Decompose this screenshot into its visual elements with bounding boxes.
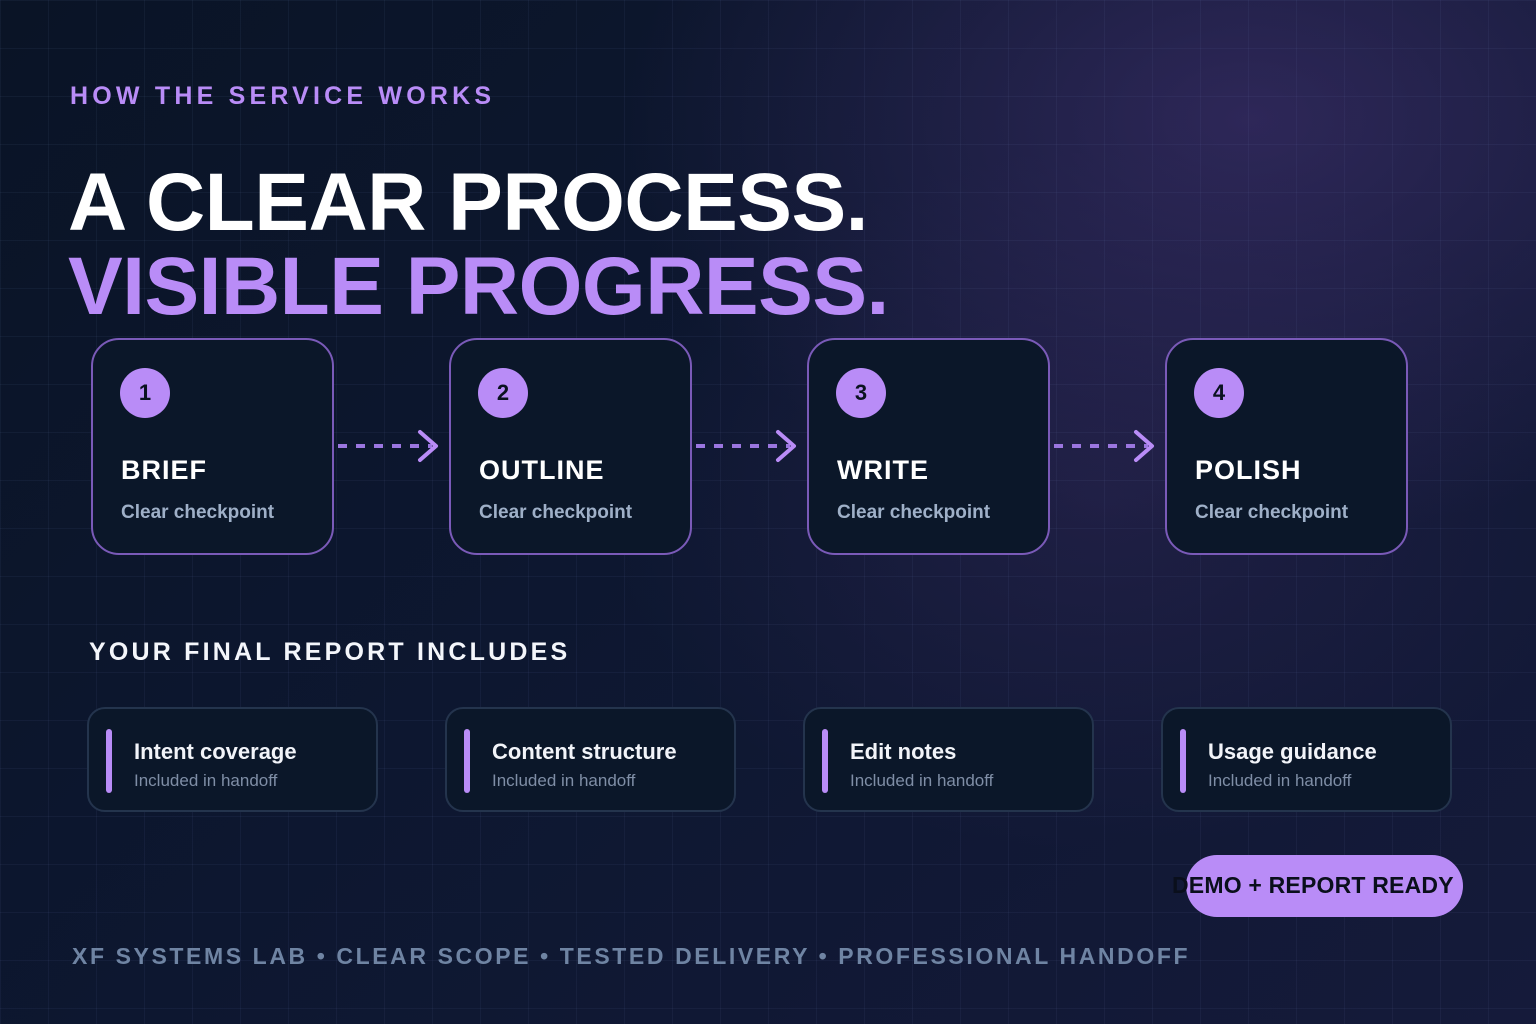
step-title: POLISH bbox=[1195, 455, 1302, 485]
step-title: BRIEF bbox=[121, 455, 207, 485]
eyebrow-label: HOW THE SERVICE WORKS bbox=[70, 82, 496, 110]
step-title: WRITE bbox=[837, 455, 929, 485]
step-card-write: 3 WRITE Clear checkpoint bbox=[807, 338, 1050, 555]
report-item-title: Edit notes bbox=[850, 739, 957, 764]
report-item-title: Content structure bbox=[492, 739, 677, 764]
accent-bar bbox=[1180, 729, 1186, 793]
report-item-content-structure: Content structure Included in handoff bbox=[445, 707, 736, 812]
step-number-badge: 2 bbox=[478, 368, 528, 418]
step-card-polish: 4 POLISH Clear checkpoint bbox=[1165, 338, 1408, 555]
headline-line-2: VISIBLE PROGRESS. bbox=[68, 241, 889, 332]
report-item-title: Intent coverage bbox=[134, 739, 297, 764]
report-section-title: YOUR FINAL REPORT INCLUDES bbox=[89, 638, 571, 666]
report-item-intent-coverage: Intent coverage Included in handoff bbox=[87, 707, 378, 812]
report-item-subtitle: Included in handoff bbox=[850, 771, 994, 790]
status-badge bbox=[1186, 855, 1463, 917]
headline-line-1: A CLEAR PROCESS. bbox=[68, 157, 868, 248]
report-item-edit-notes: Edit notes Included in handoff bbox=[803, 707, 1094, 812]
dashed-arrow-right-icon bbox=[1054, 430, 1154, 462]
report-item-subtitle: Included in handoff bbox=[1208, 771, 1352, 790]
step-subtitle: Clear checkpoint bbox=[121, 502, 275, 523]
dashed-arrow-right-icon bbox=[338, 430, 438, 462]
report-item-subtitle: Included in handoff bbox=[492, 771, 636, 790]
footer-tagline: XF SYSTEMS LAB • CLEAR SCOPE • TESTED DE… bbox=[72, 943, 1191, 969]
step-card-brief: 1 BRIEF Clear checkpoint bbox=[91, 338, 334, 555]
report-item-usage-guidance: Usage guidance Included in handoff bbox=[1161, 707, 1452, 812]
report-item-title: Usage guidance bbox=[1208, 739, 1377, 764]
accent-bar bbox=[822, 729, 828, 793]
step-card-outline: 2 OUTLINE Clear checkpoint bbox=[449, 338, 692, 555]
report-item-subtitle: Included in handoff bbox=[134, 771, 278, 790]
step-title: OUTLINE bbox=[479, 455, 605, 485]
step-subtitle: Clear checkpoint bbox=[479, 502, 633, 523]
accent-bar bbox=[106, 729, 112, 793]
step-subtitle: Clear checkpoint bbox=[837, 502, 991, 523]
accent-bar bbox=[464, 729, 470, 793]
step-number-badge: 4 bbox=[1194, 368, 1244, 418]
step-number-badge: 3 bbox=[836, 368, 886, 418]
step-number-badge: 1 bbox=[120, 368, 170, 418]
step-subtitle: Clear checkpoint bbox=[1195, 502, 1349, 523]
status-badge-label: DEMO + REPORT READY bbox=[1172, 872, 1454, 898]
dashed-arrow-right-icon bbox=[696, 430, 796, 462]
